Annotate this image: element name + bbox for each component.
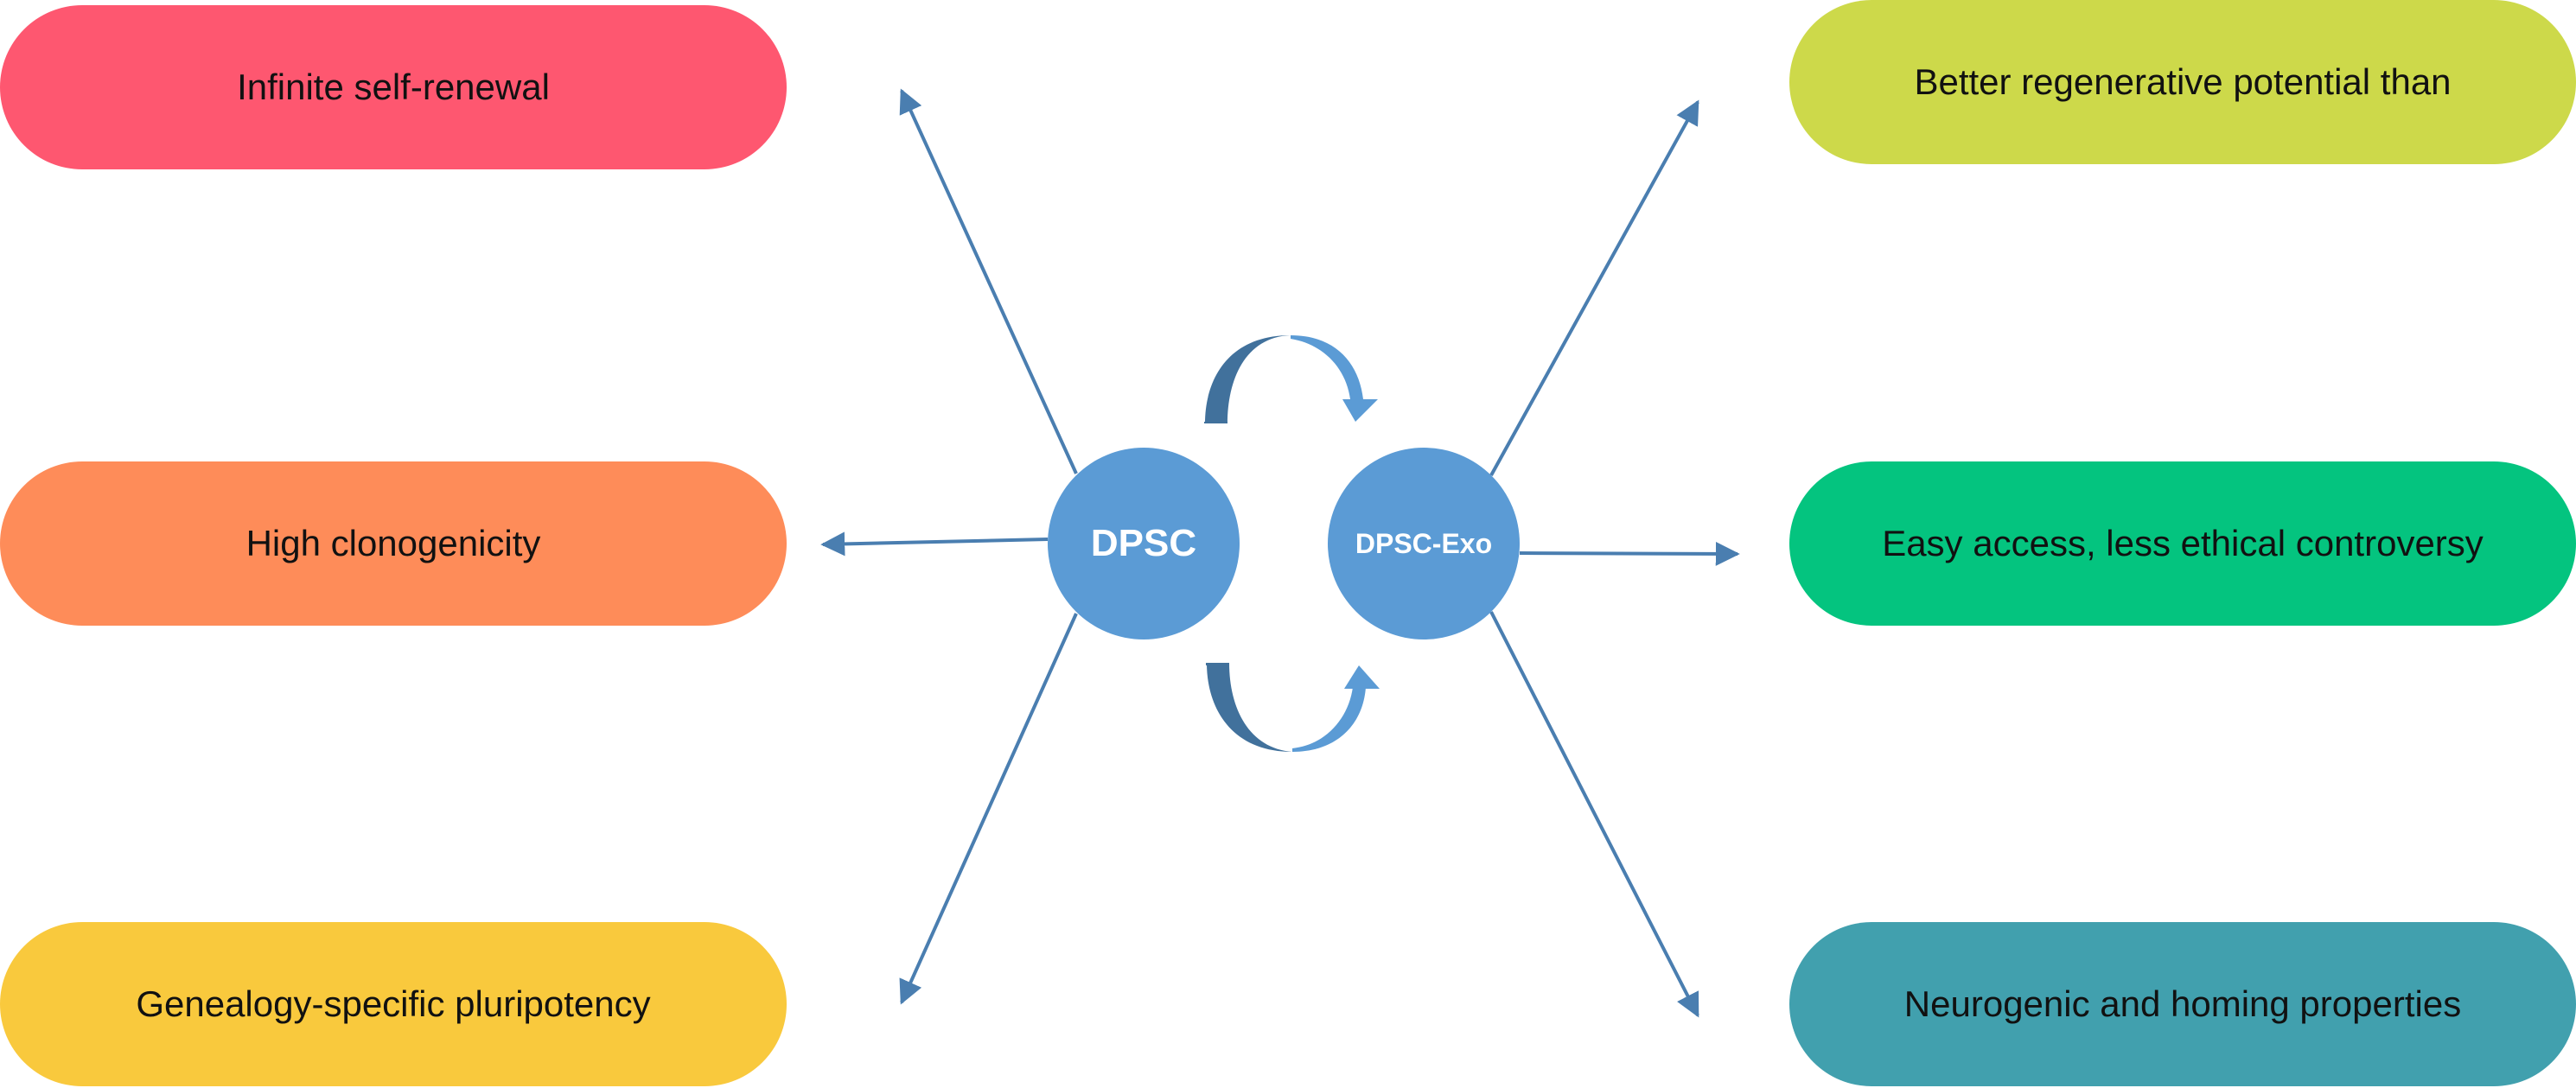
trait-box-genealogy-specific-pluripotency: Genealogy-specific pluripotency	[0, 922, 787, 1086]
dpsc-label: DPSC	[1090, 522, 1197, 564]
arrow-to-neurogenic-homing	[1489, 611, 1699, 1018]
dpsc-exo-node: DPSC-Exo	[1328, 448, 1520, 639]
trait-box-neurogenic-homing: Neurogenic and homing properties	[1789, 922, 2576, 1086]
arrow-to-easy-access	[1519, 541, 1740, 566]
trait-label: Easy access, less ethical controversy	[1882, 523, 2484, 563]
cycle-arrow-bottom	[1206, 663, 1380, 752]
dpsc-exo-label: DPSC-Exo	[1355, 527, 1493, 559]
trait-box-infinite-self-renewal: Infinite self-renewal	[0, 5, 787, 169]
arrow-to-genealogy-specific-pluripotency	[899, 613, 1078, 1005]
trait-label: Better regenerative potential than	[1914, 61, 2452, 102]
arrow-to-high-clonogenicity	[820, 531, 1049, 557]
trait-label: High clonogenicity	[245, 523, 541, 563]
arrow-to-infinite-self-renewal	[899, 88, 1078, 474]
trait-label: Genealogy-specific pluripotency	[136, 983, 651, 1024]
cycle-arrow-top	[1204, 335, 1378, 423]
trait-box-better-regenerative-potential: Better regenerative potential than	[1789, 0, 2576, 164]
trait-box-easy-access: Easy access, less ethical controversy	[1789, 461, 2576, 626]
trait-label: Infinite self-renewal	[237, 67, 550, 107]
trait-box-high-clonogenicity: High clonogenicity	[0, 461, 787, 626]
trait-label: Neurogenic and homing properties	[1903, 983, 2462, 1024]
arrow-to-better-regenerative-potential	[1489, 99, 1699, 476]
dpsc-node: DPSC	[1048, 448, 1240, 639]
